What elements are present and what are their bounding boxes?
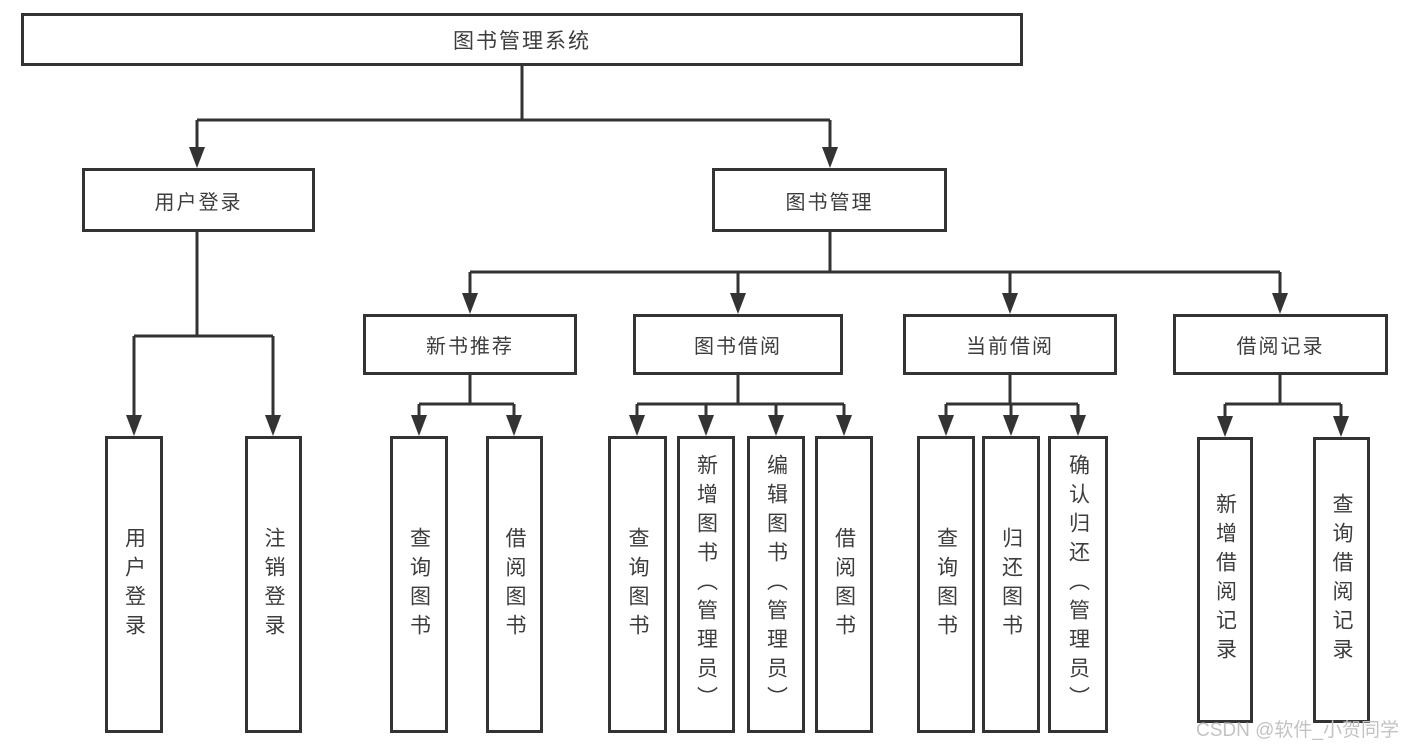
node-system-root: 图书管理系统 [21,13,1023,66]
leaf-add-borrow-record: 新增借阅记录 [1197,437,1253,723]
leaf-edit-book-admin: 编辑图书（管理员） [747,436,805,733]
leaf-return-book: 归还图书 [982,436,1040,733]
leaf-query-books-borrow: 查询图书 [608,436,667,733]
csdn-watermark: CSDN @软件_小贺同学 [1196,720,1399,741]
connector-user-login-branch [126,232,281,436]
connector-borrow-records-branch [1217,375,1349,437]
leaf-query-borrow-record: 查询借阅记录 [1313,437,1370,723]
node-current-borrow: 当前借阅 [903,314,1117,375]
leaf-borrow-books: 借阅图书 [815,436,873,733]
leaf-confirm-return-admin: 确认归还（管理员） [1048,436,1108,733]
connector-book-borrow-branch [629,375,852,436]
connector-new-book-branch [411,375,522,436]
leaf-query-books-recommend: 查询图书 [390,436,448,733]
connector-current-borrow-branch [938,375,1086,436]
node-borrow-records: 借阅记录 [1173,314,1388,375]
connector-root-branch [189,66,838,168]
leaf-logout: 注销登录 [245,436,302,733]
connector-book-management-branch [462,232,1288,314]
leaf-borrow-books-recommend: 借阅图书 [486,436,543,733]
leaf-user-login: 用户登录 [105,436,163,733]
node-user-login: 用户登录 [82,168,315,232]
node-new-book-recommend: 新书推荐 [363,314,577,375]
leaf-add-book-admin: 新增图书（管理员） [677,436,735,733]
node-book-management: 图书管理 [712,168,947,232]
leaf-query-books-current: 查询图书 [917,436,975,733]
node-book-borrow: 图书借阅 [633,314,843,375]
